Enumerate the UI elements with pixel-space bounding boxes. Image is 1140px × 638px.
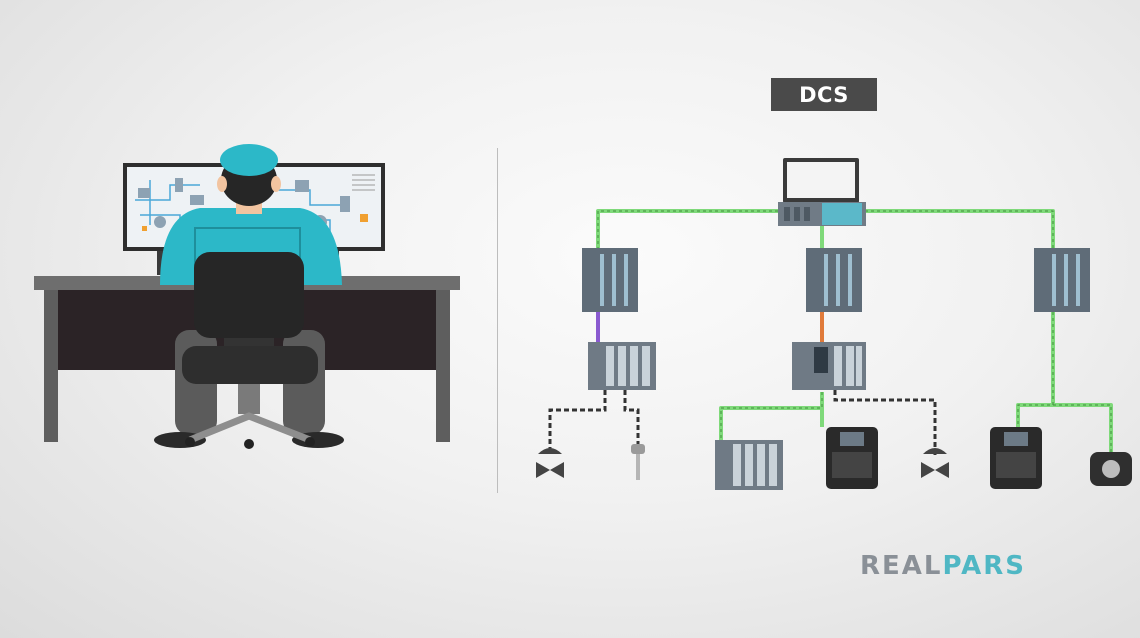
diagram-title-text: DCS	[799, 82, 849, 107]
diagram-title: DCS	[771, 78, 877, 111]
rotary-encoder-icon	[1090, 452, 1132, 486]
brand-suffix: PARS	[942, 551, 1027, 581]
remote-io-icon	[588, 342, 656, 390]
control-valve-icon	[536, 448, 564, 478]
variable-frequency-drive-icon	[826, 427, 878, 489]
section-divider	[497, 148, 498, 493]
temperature-sensor-icon	[631, 444, 645, 480]
signal-cables	[548, 390, 937, 455]
plant-network-cable	[596, 209, 1113, 452]
cpu-module-icon	[792, 342, 866, 390]
controller-rack-icon	[806, 248, 862, 312]
dcs-network-diagram	[536, 158, 1132, 490]
variable-frequency-drive-icon	[990, 427, 1042, 489]
hmi-monitor-icon	[783, 158, 859, 203]
control-valve-icon	[921, 448, 949, 478]
network-switch-icon	[778, 202, 866, 226]
office-chair-icon	[182, 252, 318, 449]
operator-workstation	[34, 144, 460, 449]
brand-prefix: REAL	[860, 551, 943, 581]
controller-rack-icon	[1034, 248, 1090, 312]
controller-rack-icon	[582, 248, 638, 312]
remote-io-icon	[715, 440, 783, 490]
brand-logo: REALPARS	[860, 551, 1026, 581]
